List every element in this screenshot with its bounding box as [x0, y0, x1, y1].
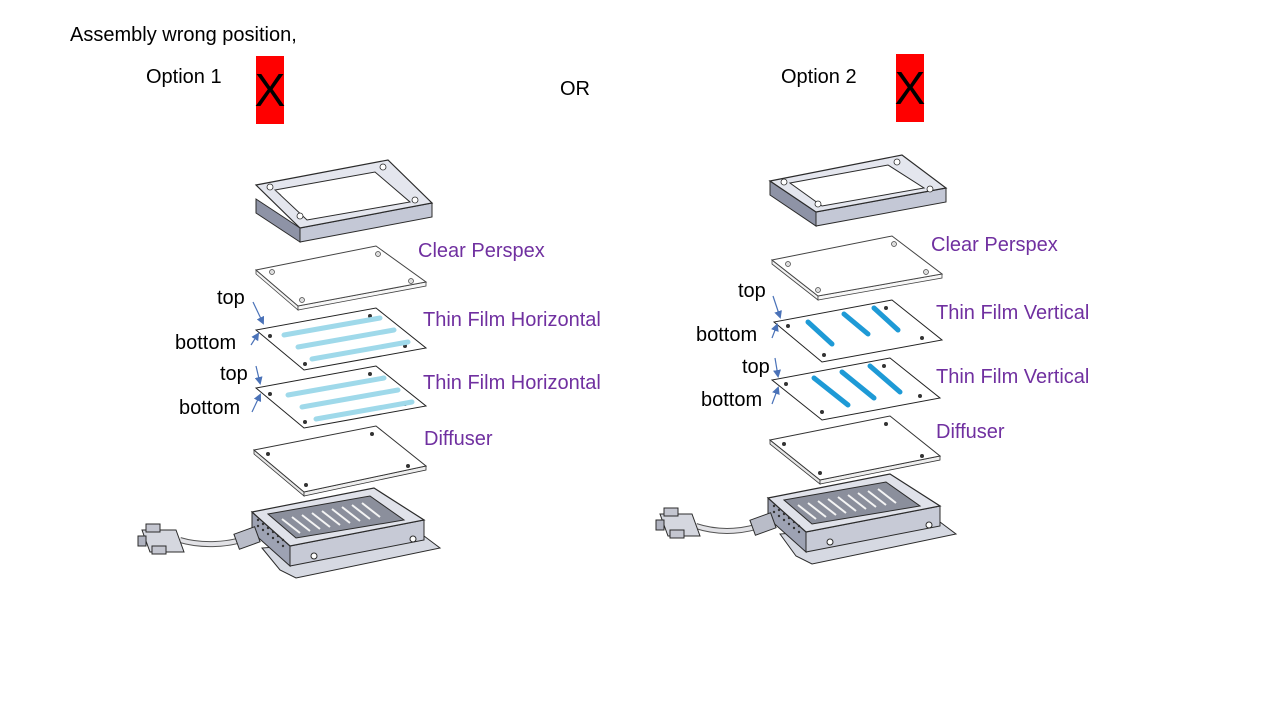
option2-wrong-mark: X	[895, 54, 925, 122]
option1-cable-connector	[137, 523, 261, 555]
option1-clear-perspex	[254, 245, 428, 311]
option2-label-clear-perspex: Clear Perspex	[931, 234, 1058, 256]
option1-thin-film-1	[254, 307, 428, 371]
option2-diffuser	[768, 415, 942, 485]
option1-label-thin-film-1: Thin Film Horizontal	[423, 309, 601, 331]
option2-label-thin-film-2: Thin Film Vertical	[936, 366, 1090, 388]
option2-thin-film-1	[772, 299, 944, 363]
option2-thin-film-2	[770, 357, 942, 421]
option2-arrow-label-bottom-2: bottom	[701, 389, 763, 411]
option1-label-clear-perspex: Clear Perspex	[418, 240, 545, 262]
option1-arrow-label-bottom-2: bottom	[179, 397, 241, 419]
option1-film1-stripes	[281, 315, 411, 362]
option1-top-frame	[254, 159, 434, 243]
option1-orientation-arrows	[250, 301, 265, 413]
option1-base-housing	[250, 487, 442, 579]
option2-top-frame	[768, 154, 948, 227]
option1-label-thin-film-2: Thin Film Horizontal	[423, 372, 601, 394]
option2-label-diffuser: Diffuser	[936, 421, 1005, 443]
option1-diffuser	[252, 425, 428, 497]
option1-thin-film-2	[254, 365, 428, 429]
heading-text: Assembly wrong position,	[70, 24, 297, 46]
option1-label-diffuser: Diffuser	[424, 428, 493, 450]
option2-arrow-label-top-2: top	[742, 356, 770, 378]
option2-arrow-label-bottom-1: bottom	[696, 324, 758, 346]
option2-film2-stripes	[811, 363, 903, 408]
or-text: OR	[560, 78, 590, 100]
option2-label-thin-film-1: Thin Film Vertical	[936, 302, 1090, 324]
option2-orientation-arrows	[771, 295, 782, 405]
option1-wrong-mark: X	[255, 56, 285, 124]
option1-arrow-label-top-1: top	[217, 287, 245, 309]
option2-title: Option 2	[781, 66, 857, 88]
option2-assembly	[655, 154, 958, 565]
option2-cable-connector	[655, 507, 777, 539]
option1-arrow-label-top-2: top	[220, 363, 248, 385]
option2-arrow-label-top-1: top	[738, 280, 766, 302]
option1-title: Option 1	[146, 66, 222, 88]
option1-arrow-label-bottom-1: bottom	[175, 332, 237, 354]
option1-assembly	[137, 159, 442, 579]
option1-film2-stripes	[285, 375, 415, 422]
option2-film1-stripes	[805, 305, 901, 347]
option2-base-housing	[766, 473, 958, 565]
option2-clear-perspex	[770, 235, 944, 301]
